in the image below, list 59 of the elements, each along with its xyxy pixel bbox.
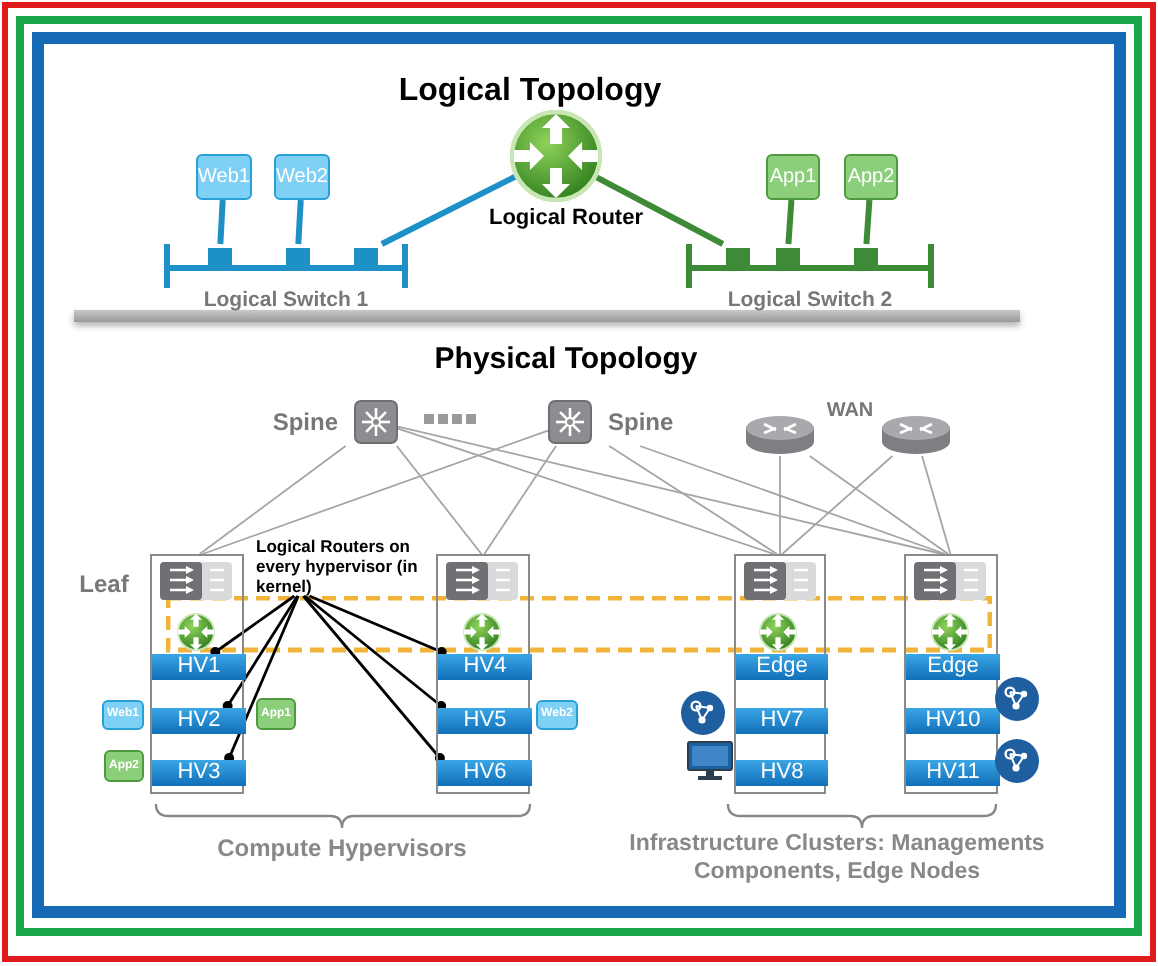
spine-label: Spine — [608, 406, 674, 440]
connector-line — [397, 427, 775, 555]
connector-line — [863, 199, 873, 245]
hypervisor-bar: HV11 — [906, 760, 1000, 786]
connector-line — [483, 445, 557, 555]
node-caption: Logical Router — [486, 206, 645, 232]
leader-line — [304, 594, 447, 711]
router-icon — [510, 110, 602, 202]
text-label: Infrastructure Clusters: Managements Components, Edge Nodes — [627, 830, 1047, 886]
text-label: Physical Topology — [432, 340, 700, 380]
hypervisor-bar: HV6 — [438, 760, 532, 786]
connector-line — [779, 455, 781, 555]
leader-line — [210, 594, 296, 657]
connector-line — [608, 445, 778, 555]
connector-line — [781, 455, 894, 555]
hypervisor-bar: HV2 — [152, 708, 246, 734]
text-label: Leaf — [77, 568, 131, 602]
text-label: Logical Topology — [396, 72, 664, 112]
text-label: WAN — [824, 398, 876, 426]
spine-label: Spine — [272, 406, 338, 440]
connector-line — [397, 425, 944, 555]
hypervisor-bar: Edge — [906, 654, 1000, 680]
connector-line — [808, 455, 950, 555]
connector-line — [380, 174, 517, 247]
hypervisor-bar: HV8 — [736, 760, 828, 786]
leader-line — [302, 595, 445, 763]
server-rack — [150, 554, 244, 794]
text-label: Compute Hypervisors — [215, 832, 469, 866]
connector-line — [395, 445, 483, 555]
hypervisor-bar: HV3 — [152, 760, 246, 786]
vm-box: App1 — [766, 154, 820, 200]
hypervisor-bar: HV4 — [438, 654, 532, 680]
server-rack — [734, 554, 826, 794]
leader-line — [308, 594, 447, 657]
leader-line — [222, 595, 299, 711]
hypervisor-bar: HV10 — [906, 708, 1000, 734]
vm-box: Web1 — [196, 154, 252, 200]
connector-line — [639, 445, 947, 555]
connector-line — [785, 199, 795, 245]
hypervisor-bar: HV7 — [736, 708, 828, 734]
server-rack — [436, 554, 530, 794]
leader-line — [224, 595, 300, 763]
hypervisor-bar: HV1 — [152, 654, 246, 680]
connector-line — [198, 445, 347, 555]
connector-line — [595, 174, 725, 247]
connector-line — [201, 429, 549, 555]
router-icon — [744, 414, 816, 456]
vm-box: App2 — [844, 154, 898, 200]
hypervisor-bar: Edge — [736, 654, 828, 680]
connector-line — [295, 199, 304, 245]
switch-label: Logical Switch 1 — [203, 288, 369, 312]
hypervisor-bar: HV5 — [438, 708, 532, 734]
server-rack — [904, 554, 998, 794]
router-icon — [880, 414, 952, 456]
callout-text: Logical Routers on every hypervisor (in kernel) — [256, 536, 444, 596]
connector-line — [217, 199, 226, 245]
connector-line — [921, 455, 952, 555]
vm-box: Web2 — [274, 154, 330, 200]
switch-label: Logical Switch 2 — [727, 288, 893, 312]
